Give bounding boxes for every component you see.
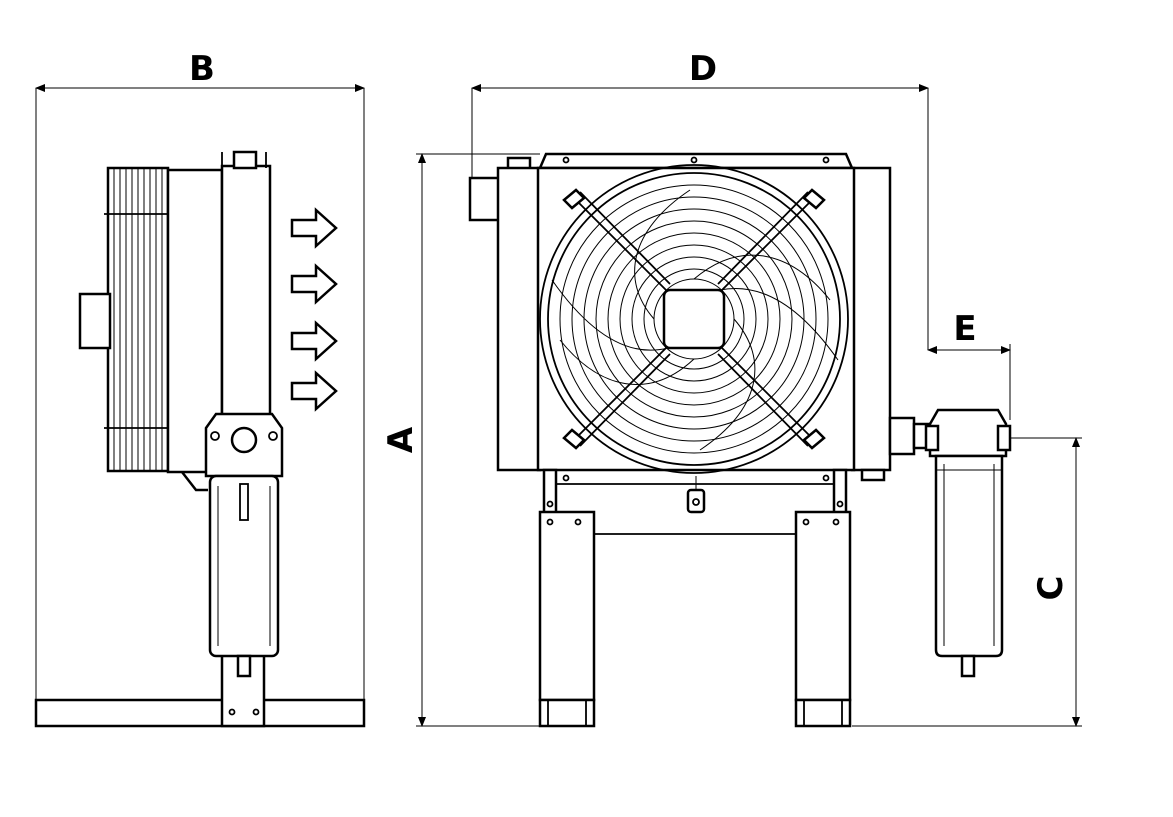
side-filter — [181, 412, 284, 678]
dimension-e: E — [927, 309, 1011, 420]
dimension-e-label: E — [953, 309, 976, 349]
airflow-arrow-icon — [290, 263, 338, 305]
side-fins — [104, 166, 170, 473]
airflow-arrows — [290, 207, 338, 412]
dimension-a: A — [381, 153, 540, 727]
dimension-d-label: D — [689, 49, 717, 89]
dimension-d: D — [471, 49, 929, 350]
dimension-b-label: B — [189, 49, 215, 89]
airflow-arrow-icon — [290, 320, 338, 362]
side-view: B — [34, 49, 366, 728]
stand-legs — [538, 468, 852, 728]
airflow-arrow-icon — [290, 370, 338, 412]
dimension-b: B — [35, 49, 365, 700]
dimension-a-label: A — [381, 426, 421, 453]
dimension-c: C — [852, 437, 1082, 727]
front-view: D A — [381, 49, 1082, 728]
dimension-c-label: C — [1031, 576, 1071, 601]
fan-guard-icon — [539, 164, 849, 474]
airflow-arrow-icon — [290, 207, 338, 249]
filter-housing-icon — [924, 408, 1012, 678]
